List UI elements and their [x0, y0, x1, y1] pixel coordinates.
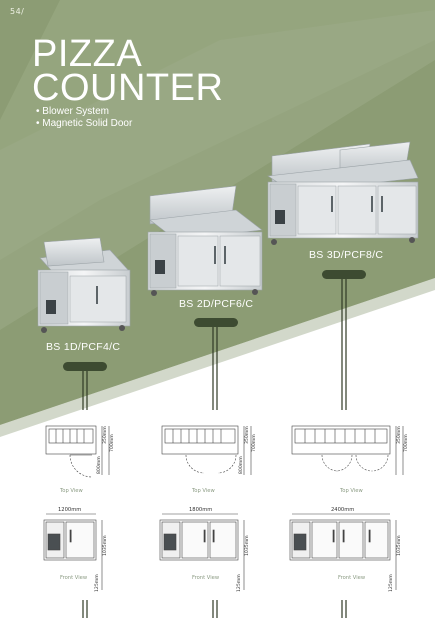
front-height-label: 1035mm: [245, 535, 250, 556]
front-base-label: 125mm: [95, 574, 100, 592]
front-base-label: 125mm: [237, 574, 242, 592]
feature-item: Blower System: [36, 106, 132, 118]
feature-list: Blower System Magnetic Solid Door: [36, 106, 132, 130]
top-dim-label: 700mm: [110, 434, 115, 452]
top-view-caption: Top View: [340, 488, 363, 494]
pizza-counter-1d-image: [37, 237, 131, 333]
top-dim-label: 800mm: [97, 456, 102, 474]
model-pill-2d: [194, 318, 238, 327]
top-dim-label: 800mm: [239, 456, 244, 474]
top-view-caption: Top View: [60, 488, 83, 494]
top-view-drawings: [45, 425, 404, 478]
front-view-caption: Front View: [60, 575, 88, 581]
top-dim-label: 350mm: [103, 426, 108, 444]
pizza-counter-2d-image: [147, 185, 263, 296]
model-pill-1d: [63, 362, 107, 371]
front-width-label: 1200mm: [58, 507, 82, 513]
front-view-caption: Front View: [192, 575, 220, 581]
model-name-1d: BS 1D/PCF4/C: [46, 341, 121, 353]
front-view-drawings: [43, 513, 397, 590]
front-width-label: 2400mm: [331, 507, 355, 513]
front-height-label: 1035mm: [103, 535, 108, 556]
model-pill-3d: [322, 270, 366, 279]
title-line-2: COUNTER: [32, 67, 224, 109]
top-view-caption: Top View: [192, 488, 215, 494]
front-width-label: 1800mm: [189, 507, 213, 513]
page-number: 54/: [10, 7, 25, 16]
top-dim-label: 350mm: [245, 426, 250, 444]
connector-lines: [82, 279, 347, 618]
model-name-3d: BS 3D/PCF8/C: [309, 249, 384, 261]
front-view-caption: Front View: [338, 575, 366, 581]
feature-item: Magnetic Solid Door: [36, 118, 132, 130]
title-line-1: PIZZA: [32, 33, 143, 75]
front-base-label: 125mm: [389, 574, 394, 592]
top-dim-label: 700mm: [252, 434, 257, 452]
top-dim-label: 350mm: [397, 426, 402, 444]
model-name-2d: BS 2D/PCF6/C: [179, 298, 254, 310]
top-dim-label: 700mm: [404, 434, 409, 452]
front-height-label: 1035mm: [397, 535, 402, 556]
pizza-counter-3d-image: [267, 141, 419, 245]
